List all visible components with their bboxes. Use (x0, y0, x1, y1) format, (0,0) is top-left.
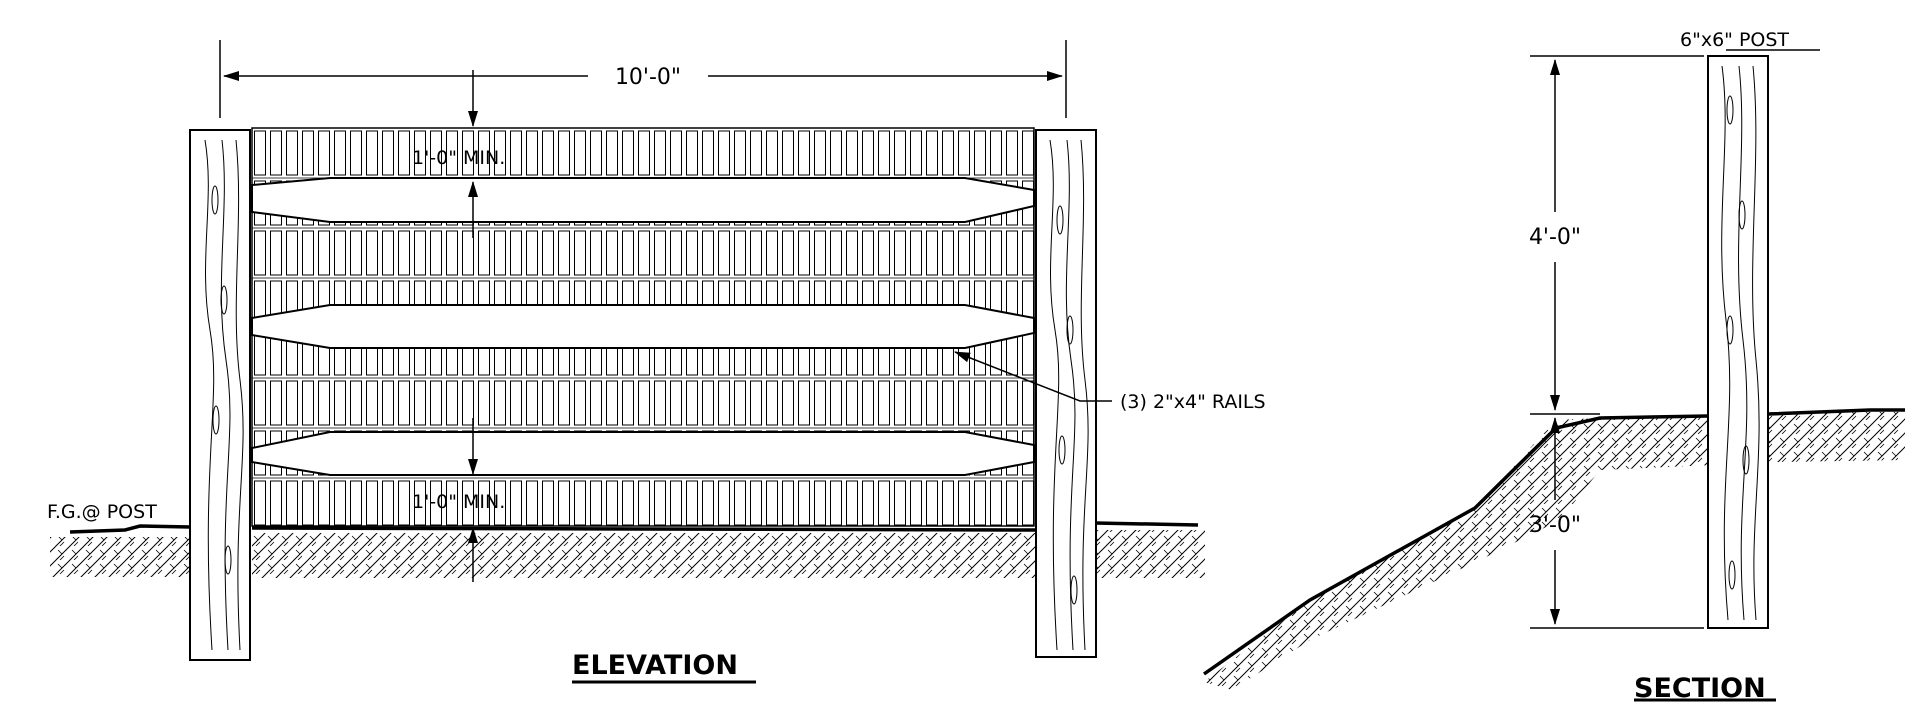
elevation-earth-left (50, 537, 190, 577)
rails-leader (954, 351, 1112, 402)
section-view: 6"x6" POST 4'-0" 3'-0" SECTION (1202, 29, 1905, 702)
post-label: 6"x6" POST (1680, 29, 1789, 51)
elevation-post-right (1035, 129, 1097, 658)
section-slope-grade-line (1202, 408, 1905, 676)
height-above-grade-label: 4'-0" (1529, 225, 1581, 250)
rail-middle (251, 304, 1035, 349)
section-post (1707, 55, 1769, 629)
top-clearance-label: 1'-0" MIN. (412, 147, 505, 169)
rail-top (251, 177, 1035, 223)
bottom-clearance-label: 1'-0" MIN. (412, 491, 505, 513)
elevation-view: 10'-0" 1'-0" MIN. 1'-0" MIN. F.G.@ POST … (47, 40, 1266, 684)
elevation-earth-right (1095, 530, 1205, 578)
elevation-title: ELEVATION (572, 650, 738, 681)
elevation-post-left (189, 129, 251, 661)
elevation-earth-middle (252, 533, 1035, 578)
elevation-rails (251, 177, 1035, 476)
section-extension-lines (1530, 55, 1704, 629)
rails-callout-label: (3) 2"x4" RAILS (1120, 391, 1266, 413)
rail-bottom (251, 431, 1035, 476)
grade-label: F.G.@ POST (47, 501, 157, 523)
span-dimension (219, 40, 1067, 118)
elevation-finish-grade-line (69, 521, 1199, 534)
span-dimension-label: 10'-0" (615, 65, 681, 90)
embed-depth-label: 3'-0" (1529, 513, 1581, 538)
section-title: SECTION (1634, 673, 1766, 702)
